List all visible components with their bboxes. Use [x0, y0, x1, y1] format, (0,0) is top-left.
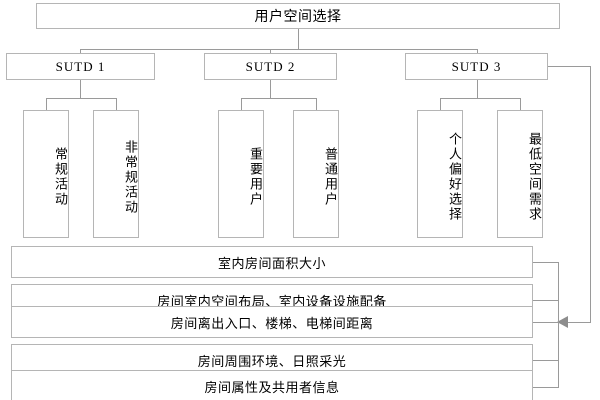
connector-sutd1-bus: [46, 98, 116, 99]
leaf-node-regular-activity[interactable]: 常规活动: [23, 110, 69, 238]
connector-drop-sutd1: [80, 49, 81, 54]
connector-attribute-stub-3: [533, 360, 559, 361]
leaf-node-personal-preference[interactable]: 个人偏好选择: [417, 110, 463, 238]
connector-sutd1-drop-b: [116, 98, 117, 110]
connector-sutd3-feedback-out: [548, 66, 590, 67]
node-sutd-2[interactable]: SUTD 2: [204, 53, 337, 80]
connector-attribute-stub-2: [533, 322, 559, 323]
connector-attribute-stub-0: [533, 262, 559, 263]
leaf-node-irregular-activity[interactable]: 非常规活动: [93, 110, 139, 238]
leaf-node-ordinary-user[interactable]: 普通用户: [293, 110, 339, 238]
connector-sutd3-bus: [440, 98, 520, 99]
connector-sutd2-stem: [270, 80, 271, 98]
connector-sutd2-drop-a: [241, 98, 242, 110]
root-node-user-space-selection[interactable]: 用户空间选择: [36, 3, 560, 29]
connector-root-stem: [298, 29, 299, 49]
leaf-node-minimum-space-requirement[interactable]: 最低空间需求: [497, 110, 543, 238]
attribute-bar-distance-to-entrance-stairs-elevator[interactable]: 房间离出入口、楼梯、电梯间距离: [11, 306, 533, 338]
attribute-bar-indoor-room-area[interactable]: 室内房间面积大小: [11, 246, 533, 278]
connector-feedback-in: [568, 322, 590, 323]
connector-drop-sutd3: [477, 49, 478, 54]
attribute-bar-room-attributes-shared-user-info[interactable]: 房间属性及共用者信息: [11, 370, 533, 400]
connector-drop-sutd2: [270, 49, 271, 54]
connector-attribute-stub-4: [533, 387, 559, 388]
connector-sutd2-drop-b: [316, 98, 317, 110]
connector-sutd1-drop-a: [46, 98, 47, 110]
connector-attribute-stub-1: [533, 300, 559, 301]
node-sutd-1[interactable]: SUTD 1: [6, 53, 155, 80]
connector-feedback-vertical: [590, 66, 591, 323]
leaf-node-important-user[interactable]: 重要用户: [218, 110, 264, 238]
connector-sutd3-drop-b: [520, 98, 521, 110]
connector-root-bus: [80, 49, 477, 50]
feedback-arrow-icon: [557, 316, 568, 328]
connector-attribute-bus: [558, 262, 559, 387]
connector-sutd1-stem: [80, 80, 81, 98]
connector-sutd2-bus: [241, 98, 316, 99]
connector-sutd3-drop-a: [440, 98, 441, 110]
node-sutd-3[interactable]: SUTD 3: [405, 53, 548, 80]
connector-sutd3-stem: [477, 80, 478, 98]
